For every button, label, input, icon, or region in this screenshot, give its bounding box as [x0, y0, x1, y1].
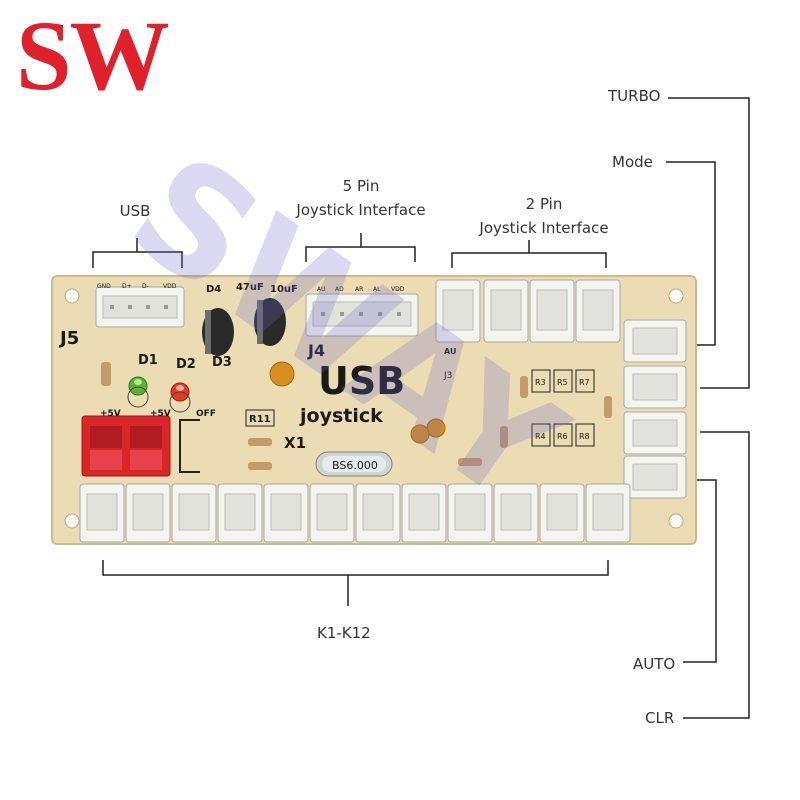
callout-k-range: K1-K12: [317, 624, 371, 642]
silk-usb-title: USB: [318, 359, 405, 403]
silk-r5: R5: [557, 378, 568, 387]
power-connectors: [81, 415, 171, 477]
callout-mode: Mode: [612, 153, 653, 171]
auto-leader: [683, 479, 717, 663]
callout-two-pin-line2: Joystick Interface: [479, 219, 609, 237]
usb-connector: [95, 286, 185, 328]
axial-resistors: [101, 362, 612, 470]
silk-d4: D4: [206, 284, 221, 295]
silk-j4-pin-2: AD: [335, 286, 344, 293]
silk-j3: J3: [443, 371, 452, 381]
clr-leader: [683, 431, 750, 719]
silk-plus5v-a: +5V: [100, 409, 121, 419]
silk-j4: J4: [307, 341, 325, 360]
silk-r4: R4: [535, 432, 546, 441]
callout-turbo: TURBO: [608, 87, 661, 105]
silk-plus5v-b: +5V: [150, 409, 171, 419]
silk-j4-pin-3: AR: [355, 286, 363, 293]
silk-r6: R6: [557, 432, 568, 441]
silk-r8: R8: [579, 432, 590, 441]
silk-r3: R3: [535, 378, 546, 387]
callout-two-pin-line1: 2 Pin: [525, 195, 563, 213]
callout-usb: USB: [119, 202, 151, 220]
silk-usb-pin-3: D-: [142, 283, 149, 290]
silk-j4-pin-1: AU: [317, 286, 326, 293]
usb-bracket: [92, 238, 183, 268]
mode-leader: [666, 161, 716, 346]
silk-j4-pin-4: AL: [373, 286, 381, 293]
silk-crystal: BS6.000: [332, 459, 378, 472]
k-range-bracket: [102, 560, 609, 606]
leds: [127, 376, 191, 413]
silk-d1: D1: [138, 353, 158, 368]
silk-joystick-title: joystick: [299, 405, 383, 427]
ceramic-capacitors: [269, 361, 446, 444]
callout-clr: CLR: [645, 709, 675, 727]
two-pin-bracket: [451, 240, 607, 268]
silk-au: AU: [444, 347, 456, 356]
callout-five-pin-line1: 5 Pin: [342, 177, 380, 195]
silk-usb-pin-4: VDD: [163, 283, 177, 290]
callout-five-pin-line2: Joystick Interface: [296, 201, 426, 219]
silk-usb-pin-1: GND: [97, 283, 111, 290]
leader-lines: [92, 97, 750, 719]
five-pin-connector: [305, 293, 419, 337]
brand-logo: SW: [16, 0, 170, 111]
five-pin-bracket: [305, 233, 416, 262]
silk-r11: R11: [249, 414, 271, 425]
silk-d3: D3: [212, 355, 232, 370]
silk-usb-pin-2: D+: [122, 283, 132, 290]
silk-x1: X1: [284, 434, 306, 452]
silk-j4-pin-5: VDD: [391, 286, 405, 293]
turbo-leader: [668, 97, 750, 389]
silk-j5: J5: [58, 328, 79, 349]
silk-10uf: 10uF: [270, 284, 298, 295]
silk-off: OFF: [196, 409, 216, 419]
silk-47uf: 47uF: [236, 282, 264, 293]
resistor-boxes: [245, 369, 595, 447]
crystal: [315, 451, 393, 477]
electrolytic-capacitors: [202, 298, 286, 356]
pcb-board: J5 J4 J3 X1 D1 D2 D3 D4 47uF 10uF USB jo…: [51, 275, 697, 545]
callout-auto: AUTO: [633, 655, 676, 673]
silk-d2: D2: [176, 357, 196, 372]
silk-r7: R7: [579, 378, 590, 387]
